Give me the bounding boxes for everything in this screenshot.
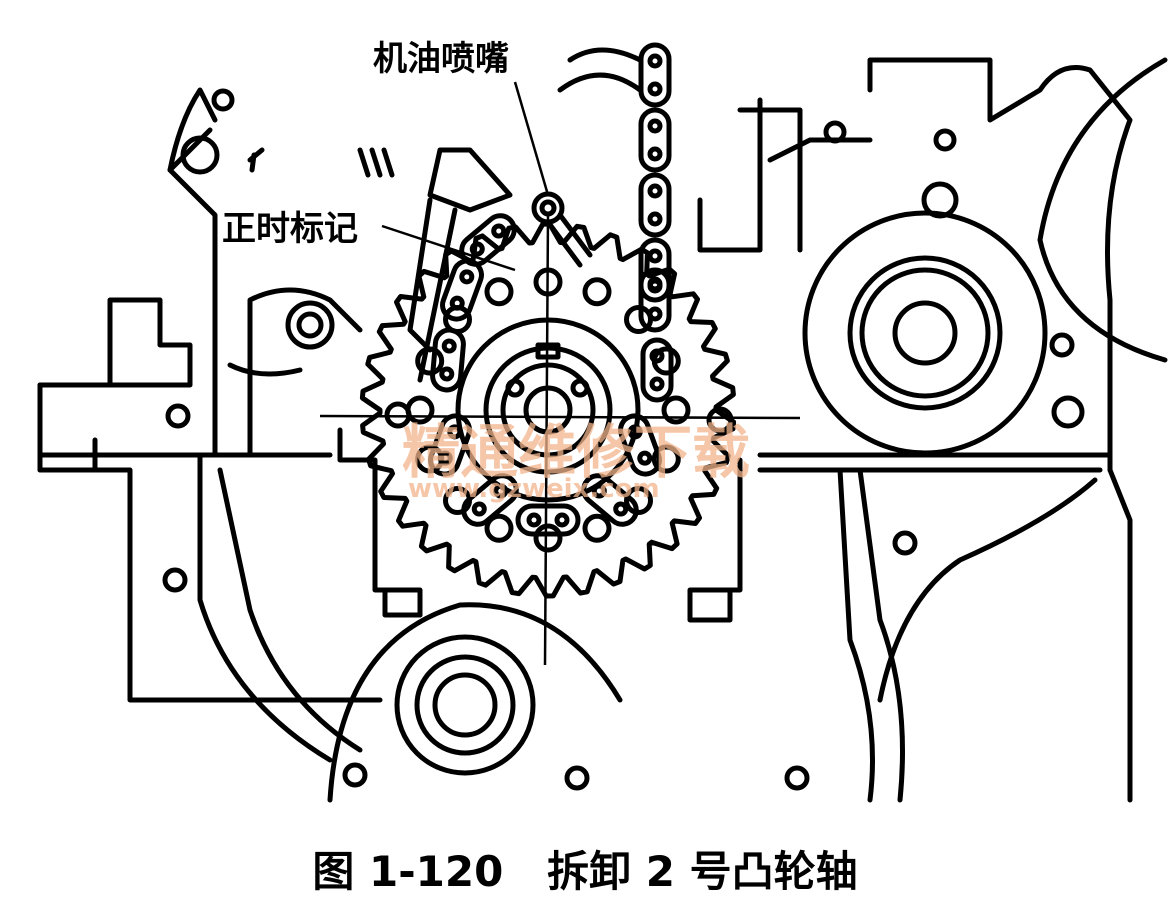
- watermark-url: www.gzweix.com: [408, 474, 660, 504]
- figure-number: 图 1-120: [312, 847, 504, 896]
- chain-link: [638, 42, 672, 108]
- chain-link: [430, 327, 466, 393]
- timing-chain: [428, 42, 674, 537]
- decorative-marks: [247, 147, 395, 178]
- center-lines: [319, 214, 801, 666]
- chain-link: [640, 337, 674, 403]
- oil-nozzle-label: 机油喷嘴: [373, 39, 509, 79]
- lower-bracket: [337, 427, 743, 623]
- watermark-cn: 精通维修下载: [402, 418, 750, 486]
- engine-block-outline: [37, 87, 383, 763]
- timing-mark-label: 正时标记: [222, 209, 358, 249]
- bolt-holes: [162, 88, 1085, 791]
- sprocket-hole: [651, 444, 681, 474]
- sprocket-hole: [661, 395, 691, 425]
- figure-caption: 图 1-120 拆卸 2 号凸轮轴: [0, 838, 1170, 899]
- sprocket-hole: [582, 277, 612, 307]
- chain-link: [515, 503, 581, 537]
- sprocket-hole: [415, 346, 445, 376]
- chain-link: [461, 473, 519, 527]
- sprocket-hole: [484, 277, 514, 307]
- sprocket-hole: [484, 513, 514, 543]
- leader-lines: [381, 81, 550, 272]
- chain-link: [638, 172, 672, 238]
- chain-link: [459, 213, 517, 267]
- sprocket-hole: [533, 523, 563, 553]
- bottom-pulley: [327, 602, 623, 803]
- right-pulley: [802, 210, 1048, 456]
- sprocket-hole: [582, 513, 612, 543]
- figure-title: 拆卸 2 号凸轮轴: [547, 847, 858, 896]
- engine-block-outline-right: [557, 47, 1168, 803]
- oil-nozzle: [531, 191, 593, 268]
- chain-link: [638, 267, 672, 333]
- chain-link: [638, 107, 672, 173]
- sprocket-hole: [405, 395, 435, 425]
- chain-link: [581, 473, 639, 527]
